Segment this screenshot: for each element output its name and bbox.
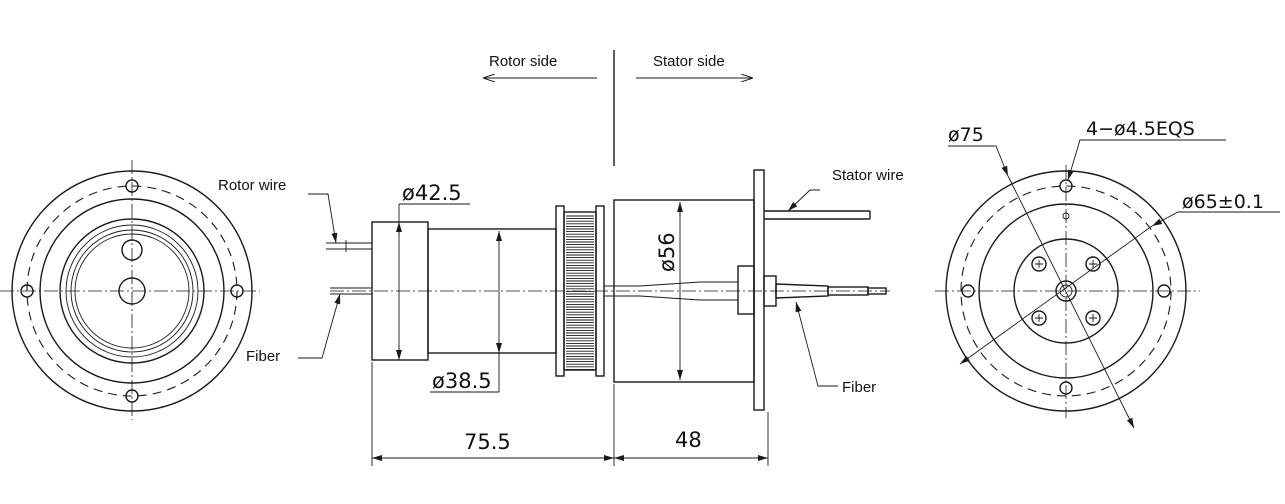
gear-tooth [566, 314, 594, 318]
side-view [298, 50, 890, 466]
rotor-end-view [0, 160, 260, 420]
mount-hole [1059, 179, 1073, 193]
dimension-length-48: 48 [675, 428, 702, 452]
mount-hole [125, 389, 139, 403]
mount-hole [1157, 284, 1171, 298]
mount-hole [125, 179, 139, 193]
gear-tooth [566, 236, 594, 240]
dimension-dia-75: ø75 [948, 124, 984, 146]
mount-hole [961, 284, 975, 298]
gear-tooth [566, 283, 594, 287]
stator-wire-label: Stator wire [832, 167, 904, 184]
gear-tooth [566, 298, 594, 303]
screw-icon [1031, 310, 1047, 326]
mount-hole [230, 284, 244, 298]
fiber-label-stator: Fiber [842, 379, 876, 396]
gear-tooth [566, 220, 594, 225]
gear-tooth [566, 215, 594, 220]
gear-tooth [566, 231, 594, 235]
gear-tooth [566, 262, 594, 266]
gear-tooth [566, 319, 594, 324]
mount-hole [1059, 381, 1073, 395]
screw-icon [1085, 256, 1101, 272]
dimension-mount-holes: 4−ø4.5EQS [1086, 118, 1195, 140]
gear-tooth [566, 251, 594, 256]
dimension-dia-65: ø65±0.1 [1182, 191, 1264, 213]
dimension-dia-38-5: ø38.5 [432, 369, 492, 393]
gear-tooth [566, 329, 594, 334]
gear-tooth [566, 267, 594, 272]
screw-icon [1085, 310, 1101, 326]
gear-tooth [566, 350, 594, 355]
gear-tooth [566, 335, 594, 339]
gear-tooth [566, 361, 594, 365]
stator-side-label: Stator side [653, 53, 725, 70]
gear-tooth [566, 340, 594, 344]
rotor-side-label: Rotor side [489, 53, 557, 70]
dimension-length-75-5: 75.5 [464, 430, 511, 454]
gear-tooth [566, 293, 594, 298]
gear-teeth [566, 215, 594, 370]
gear-tooth [566, 345, 594, 350]
gear-tooth [566, 277, 594, 282]
gear-tooth [566, 309, 594, 313]
gear-tooth [566, 272, 594, 277]
mount-hole [20, 284, 34, 298]
gear-tooth [566, 366, 594, 370]
gear-tooth [566, 225, 594, 230]
gear-tooth [566, 355, 594, 360]
gear-tooth [566, 303, 594, 308]
gear-tooth [566, 324, 594, 329]
gear-tooth [566, 257, 594, 261]
dimension-dia-56: ø56 [655, 232, 679, 272]
gear-tooth [566, 246, 594, 251]
gear-tooth [566, 241, 594, 246]
rotor-wire-label: Rotor wire [218, 177, 286, 194]
dimension-dia-42-5: ø42.5 [402, 181, 462, 205]
stator-end-view [935, 139, 1280, 429]
gear-tooth [566, 288, 594, 292]
fiber-label-rotor: Fiber [246, 348, 280, 365]
screw-icon [1031, 256, 1047, 272]
